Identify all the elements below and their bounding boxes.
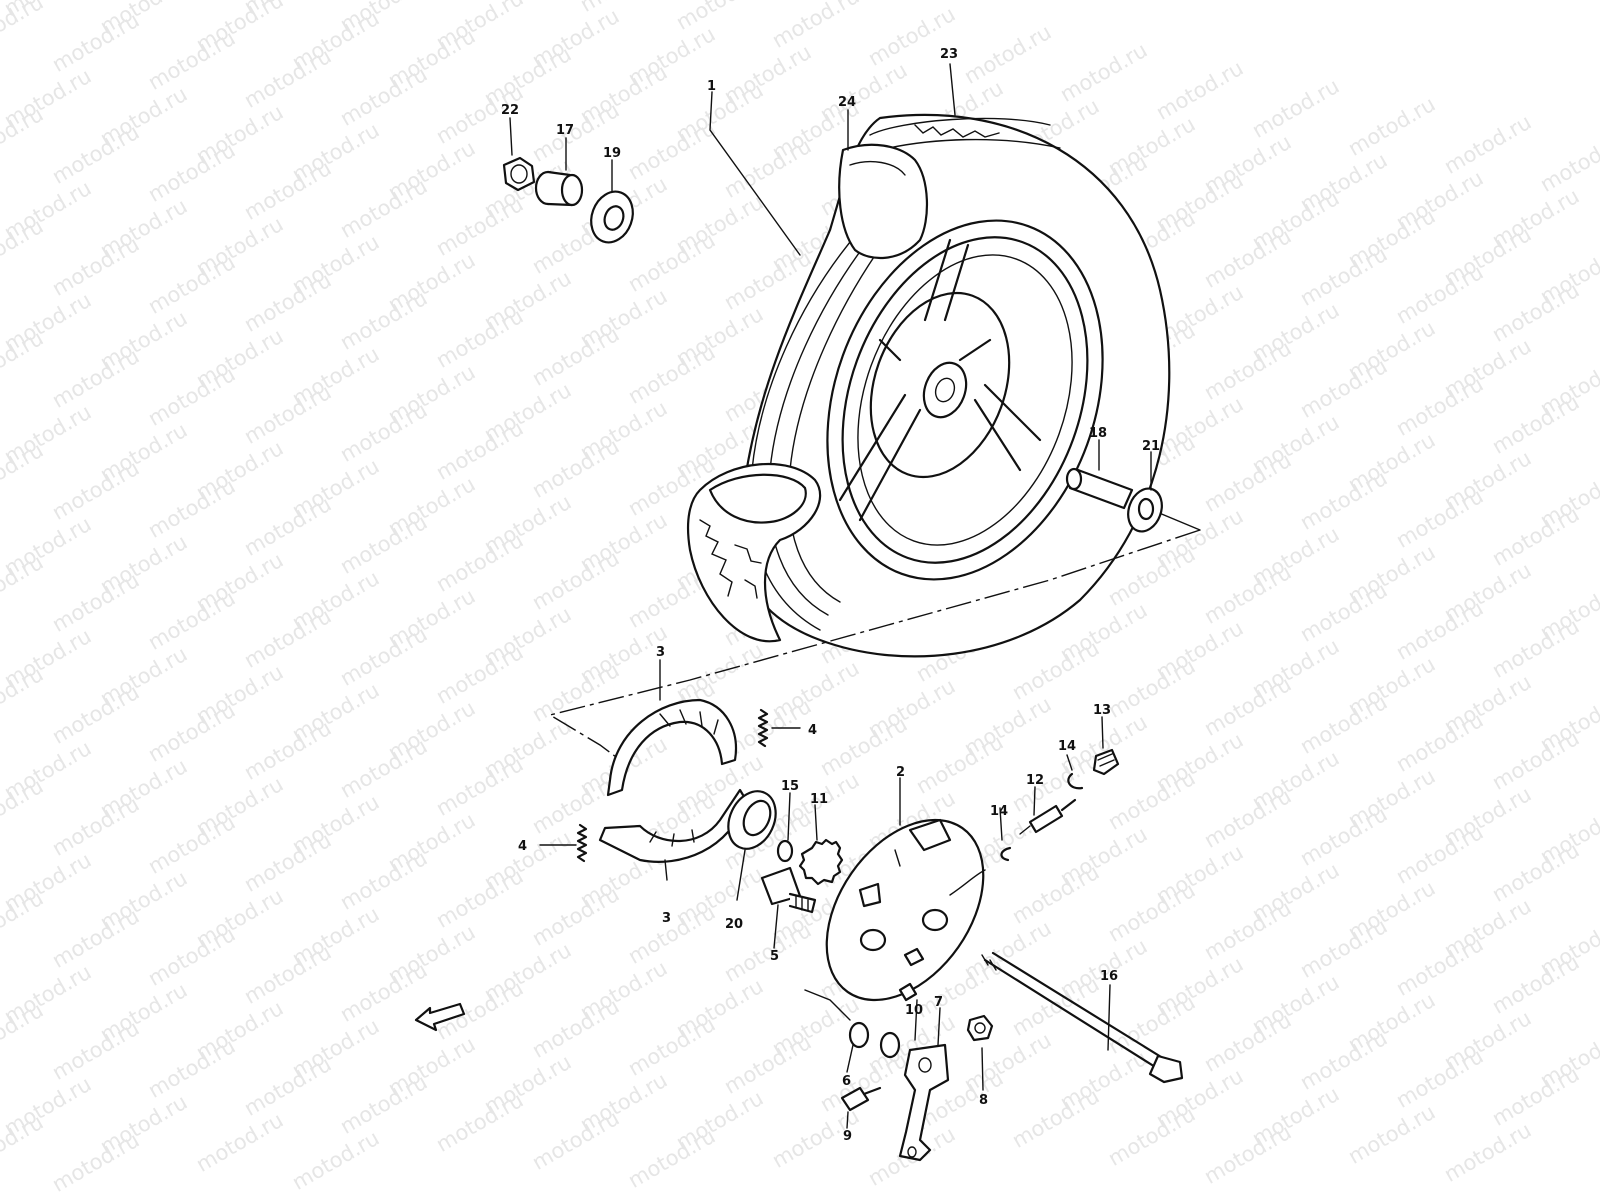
label-part-19: 19	[603, 146, 621, 161]
brake-panel-part-2	[825, 818, 986, 1002]
label-part-24: 24	[838, 95, 856, 110]
label-part-15: 15	[781, 779, 799, 794]
label-part-11: 11	[810, 792, 828, 807]
washer-part-6	[848, 1021, 870, 1049]
tire-tread	[869, 117, 1061, 151]
label-part-14-upper: 14	[1058, 739, 1076, 754]
brake-shoe-upper	[606, 698, 738, 797]
label-part-17: 17	[556, 123, 574, 138]
label-part-20: 20	[725, 917, 743, 932]
axle-part-16	[981, 951, 1184, 1084]
rear-wheel-assembly	[686, 113, 1171, 658]
label-part-5: 5	[770, 949, 779, 964]
label-part-10: 10	[905, 1003, 923, 1018]
spacer-part-18	[1065, 467, 1134, 510]
oil-seal-part-20	[727, 790, 777, 850]
label-part-8: 8	[979, 1093, 988, 1108]
nut-part-8	[966, 1014, 994, 1042]
wheel-spokes	[838, 238, 1042, 522]
axle-nut-part-22	[502, 156, 536, 192]
bearing-part-19	[590, 190, 634, 244]
bolt-part-9	[840, 1086, 882, 1112]
spring-part-4-upper	[757, 708, 801, 748]
label-part-13: 13	[1093, 703, 1111, 718]
label-part-22: 22	[501, 103, 519, 118]
label-part-7: 7	[934, 995, 943, 1010]
spring-part-4-lower	[539, 823, 588, 863]
label-part-9: 9	[843, 1129, 852, 1144]
label-part-16: 16	[1100, 969, 1118, 984]
brake-shoe-lower	[598, 788, 748, 863]
label-part-3-upper: 3	[656, 645, 665, 660]
brake-lever-part-7	[898, 1043, 950, 1162]
indicator-part-12	[1019, 798, 1077, 835]
gear-part-11	[798, 838, 844, 886]
tire-cutaway-upper	[838, 143, 928, 260]
label-part-4-upper: 4	[808, 723, 817, 738]
nut-part-13	[1092, 748, 1120, 776]
o-ring-part-15	[776, 839, 794, 863]
cotter-pin-part-14-lower	[1000, 846, 1012, 862]
label-part-3-lower: 3	[662, 911, 671, 926]
part-labels: 1 2 3 3 4 4 5 6 7 8 9 10 11 12 13 14 14 …	[501, 47, 1160, 1144]
leader-lines	[509, 63, 1152, 1129]
label-part-2: 2	[896, 765, 905, 780]
label-part-4-lower: 4	[518, 839, 527, 854]
cotter-pin-part-14-upper	[1067, 772, 1084, 790]
label-part-1: 1	[707, 79, 716, 94]
label-part-14-lower: 14	[990, 804, 1008, 819]
bearing-part-21	[1127, 487, 1163, 533]
label-part-21: 21	[1142, 439, 1160, 454]
label-part-18: 18	[1089, 426, 1107, 441]
collar-part-17	[534, 170, 584, 207]
washer-part-10	[879, 1031, 901, 1059]
axle-centerline	[548, 529, 1201, 761]
brake-cam-part-5	[760, 866, 817, 914]
label-part-23: 23	[940, 47, 958, 62]
front-arrow-icon	[414, 1002, 466, 1032]
label-part-6: 6	[842, 1074, 851, 1089]
label-part-12: 12	[1026, 773, 1044, 788]
